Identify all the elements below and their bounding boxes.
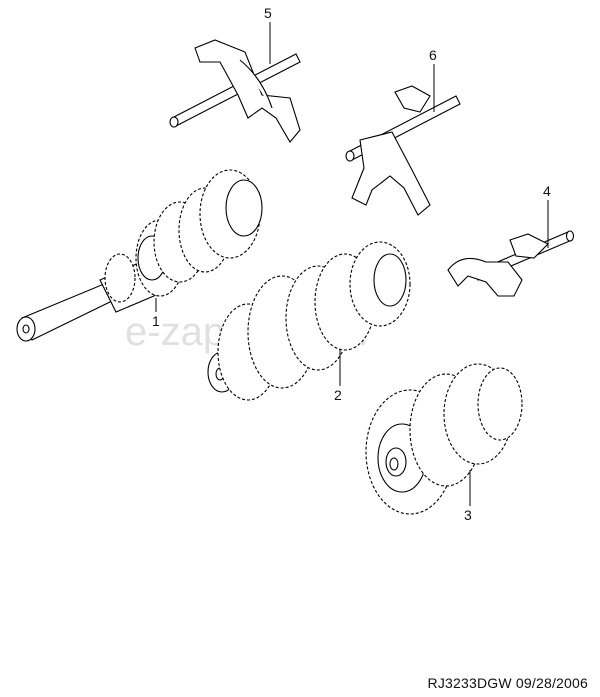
- gear-cluster-3: [365, 363, 523, 515]
- callout-label-4: 4: [543, 183, 551, 199]
- callout-5: 5: [264, 5, 272, 64]
- shift-fork-4: [447, 230, 575, 297]
- callout-label-2: 2: [334, 387, 342, 403]
- diagram-reference-footer: RJ3233DGW 09/28/2006: [428, 675, 588, 691]
- callout-3: 3: [464, 470, 472, 523]
- callout-label-3: 3: [464, 507, 472, 523]
- diagram-date: 09/28/2006: [515, 675, 588, 691]
- diagram-code: RJ3233DGW: [427, 675, 512, 691]
- input-shaft-1: [16, 169, 263, 342]
- callout-label-6: 6: [429, 47, 437, 63]
- callout-2: 2: [334, 350, 342, 403]
- shift-fork-6: [345, 85, 461, 216]
- callout-label-1: 1: [152, 313, 160, 329]
- counter-gear-2: [207, 241, 411, 401]
- callout-4: 4: [543, 183, 551, 248]
- callout-label-5: 5: [264, 5, 272, 21]
- callout-1: 1: [152, 298, 160, 329]
- shift-fork-5: [169, 39, 301, 143]
- callout-6: 6: [429, 47, 437, 112]
